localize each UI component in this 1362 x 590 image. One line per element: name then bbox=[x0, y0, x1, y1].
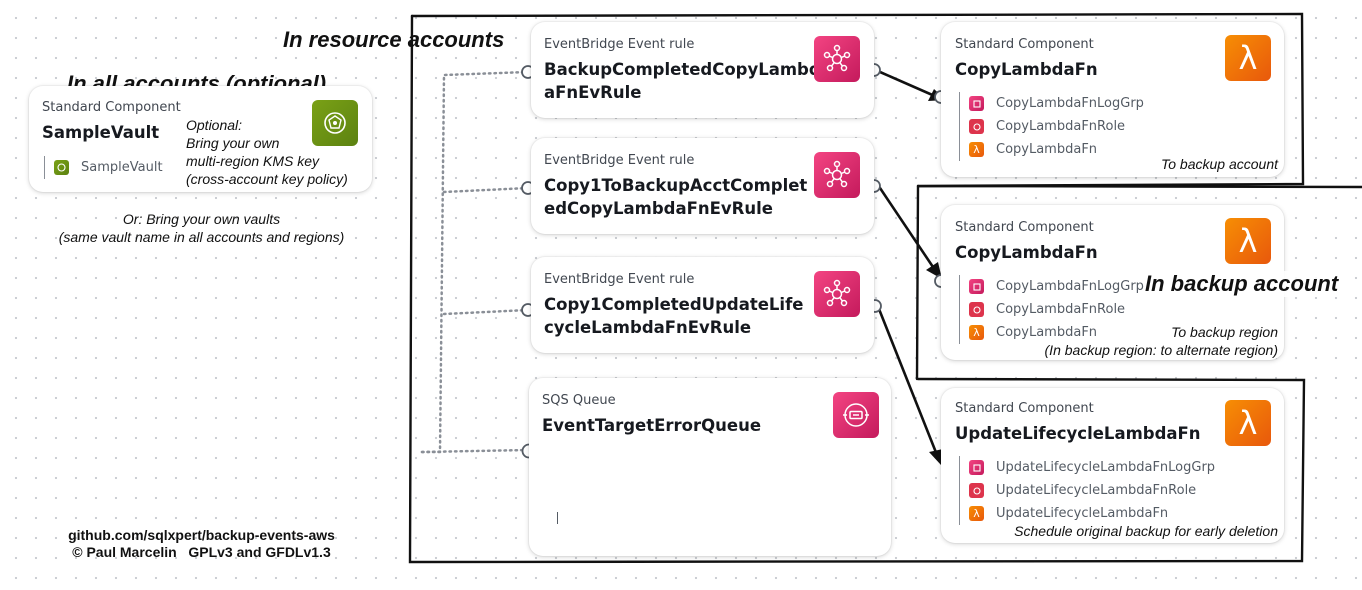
component-type-label: EventBridge Event rule bbox=[544, 272, 695, 287]
resource-accounts-region-border bbox=[410, 12, 1305, 188]
lambda-icon: λ bbox=[1225, 218, 1271, 264]
vault-alt-note: Or: Bring your own vaults (same vault na… bbox=[30, 210, 373, 246]
component-type-label: Standard Component bbox=[955, 37, 1094, 52]
role-icon bbox=[969, 119, 984, 134]
copy-lambda-card[interactable]: Standard Component CopyLambdaFn λ CopyLa… bbox=[941, 22, 1284, 177]
update-lifecycle-lambda-card[interactable]: Standard Component UpdateLifecycleLambda… bbox=[941, 388, 1284, 543]
sqs-queue-card[interactable]: SQS Queue EventTargetErrorQueue bbox=[529, 378, 891, 556]
lambda-icon: λ bbox=[969, 325, 984, 340]
log-group-icon bbox=[969, 460, 984, 475]
text-cursor bbox=[557, 512, 558, 524]
resource-item[interactable]: λ CopyLambdaFn bbox=[960, 321, 1144, 344]
resource-label: SampleVault bbox=[81, 160, 163, 175]
component-type-label: EventBridge Event rule bbox=[544, 153, 695, 168]
destination-note: To backup region bbox=[1171, 324, 1278, 340]
note-line: Or: Bring your own vaults bbox=[122, 211, 281, 227]
role-icon bbox=[969, 483, 984, 498]
component-type-label: EventBridge Event rule bbox=[544, 37, 695, 52]
arrows bbox=[877, 70, 939, 457]
vault-optional-note: Optional: Bring your own multi-region KM… bbox=[186, 116, 348, 188]
component-type-label: Standard Component bbox=[955, 220, 1094, 235]
name-line: BackupCompletedCopyLambd bbox=[544, 60, 821, 79]
component-name: SampleVault bbox=[42, 123, 160, 142]
vault-icon bbox=[312, 100, 358, 146]
resource-item[interactable]: λ CopyLambdaFn bbox=[960, 138, 1144, 161]
component-name: EventTargetErrorQueue bbox=[542, 416, 762, 435]
component-name: Copy1CompletedUpdateLife cycleLambdaFnEv… bbox=[544, 293, 803, 339]
destination-note: To backup account bbox=[1160, 156, 1278, 172]
resource-label: CopyLambdaFnLogGrp bbox=[996, 96, 1144, 111]
resource-label: UpdateLifecycleLambdaFnLogGrp bbox=[996, 460, 1216, 475]
component-name: CopyLambdaFn bbox=[955, 60, 1098, 79]
credits: github.com/sqlxpert/backup-events-aws © … bbox=[30, 527, 373, 561]
component-name: CopyLambdaFn bbox=[955, 243, 1098, 262]
component-type-label: Standard Component bbox=[955, 401, 1094, 416]
sample-vault-card[interactable]: Standard Component SampleVault Optional:… bbox=[29, 86, 372, 192]
note-line: multi-region KMS key bbox=[186, 153, 320, 169]
resource-accounts-heading: In resource accounts bbox=[283, 27, 505, 52]
name-line: edCopyLambdaFnEvRule bbox=[544, 199, 773, 218]
resource-item[interactable]: CopyLambdaFnRole bbox=[960, 115, 1144, 138]
resource-label: CopyLambdaFn bbox=[996, 142, 1098, 157]
resource-list: CopyLambdaFnLogGrp CopyLambdaFnRole λ Cop… bbox=[959, 92, 1144, 161]
destination-note: Schedule original backup for early delet… bbox=[1014, 523, 1278, 539]
note-line: (cross-account key policy) bbox=[186, 171, 348, 187]
resource-label: UpdateLifecycleLambdaFn bbox=[996, 506, 1169, 521]
backup-account-heading: In backup account bbox=[1145, 271, 1339, 297]
name-line: Copy1ToBackupAcctComplet bbox=[544, 176, 808, 195]
lambda-icon: λ bbox=[969, 506, 984, 521]
note-line: Bring your own bbox=[186, 135, 280, 151]
name-line: cycleLambdaFnEvRule bbox=[544, 318, 752, 337]
note-line: (same vault name in all accounts and reg… bbox=[58, 229, 345, 245]
lambda-icon: λ bbox=[969, 142, 984, 157]
resource-accounts-region-border-left bbox=[408, 14, 1306, 564]
note-line: Optional: bbox=[186, 117, 243, 133]
resource-item[interactable]: CopyLambdaFnLogGrp bbox=[960, 275, 1144, 298]
vault-icon bbox=[54, 160, 69, 175]
resource-item[interactable]: UpdateLifecycleLambdaFnLogGrp bbox=[960, 456, 1215, 479]
eventbridge-icon bbox=[814, 36, 860, 82]
event-rule-card[interactable]: EventBridge Event rule Copy1CompletedUpd… bbox=[531, 257, 874, 353]
repo-link[interactable]: github.com/sqlxpert/backup-events-aws bbox=[68, 527, 335, 543]
destination-note: (In backup region: to alternate region) bbox=[1044, 342, 1278, 358]
log-group-icon bbox=[969, 279, 984, 294]
component-name: UpdateLifecycleLambdaFn bbox=[955, 424, 1201, 443]
resource-label: CopyLambdaFnRole bbox=[996, 302, 1126, 317]
resource-item[interactable]: λ UpdateLifecycleLambdaFn bbox=[960, 502, 1215, 525]
resource-label: CopyLambdaFnLogGrp bbox=[996, 279, 1144, 294]
sqs-icon bbox=[833, 392, 879, 438]
resource-list: UpdateLifecycleLambdaFnLogGrp UpdateLife… bbox=[959, 456, 1215, 525]
dotted-connectors bbox=[420, 70, 530, 454]
component-name: BackupCompletedCopyLambd aFnEvRule bbox=[544, 58, 821, 104]
resource-item[interactable]: CopyLambdaFnLogGrp bbox=[960, 92, 1144, 115]
eventbridge-icon bbox=[814, 271, 860, 317]
component-name: Copy1ToBackupAcctComplet edCopyLambdaFnE… bbox=[544, 174, 807, 220]
lambda-icon: λ bbox=[1225, 400, 1271, 446]
vault-resource-list: SampleVault bbox=[44, 156, 163, 179]
resource-item[interactable]: UpdateLifecycleLambdaFnRole bbox=[960, 479, 1215, 502]
resource-label: CopyLambdaFn bbox=[996, 325, 1098, 340]
resource-item[interactable]: SampleVault bbox=[45, 156, 163, 179]
backup-account-region-border bbox=[915, 184, 1362, 381]
component-type-label: SQS Queue bbox=[542, 393, 616, 408]
eventbridge-icon bbox=[814, 152, 860, 198]
resource-label: CopyLambdaFnRole bbox=[996, 119, 1126, 134]
resource-list: CopyLambdaFnLogGrp CopyLambdaFnRole λ Cop… bbox=[959, 275, 1144, 344]
resource-label: UpdateLifecycleLambdaFnRole bbox=[996, 483, 1197, 498]
lambda-icon: λ bbox=[1225, 35, 1271, 81]
name-line: aFnEvRule bbox=[544, 83, 642, 102]
log-group-icon bbox=[969, 96, 984, 111]
event-rule-card[interactable]: EventBridge Event rule Copy1ToBackupAcct… bbox=[531, 138, 874, 234]
license-text: © Paul Marcelin GPLv3 and GFDLv1.3 bbox=[72, 544, 331, 560]
resource-item[interactable]: CopyLambdaFnRole bbox=[960, 298, 1144, 321]
event-rule-card[interactable]: EventBridge Event rule BackupCompletedCo… bbox=[531, 22, 874, 118]
component-type-label: Standard Component bbox=[42, 100, 181, 115]
role-icon bbox=[969, 302, 984, 317]
name-line: Copy1CompletedUpdateLife bbox=[544, 295, 804, 314]
